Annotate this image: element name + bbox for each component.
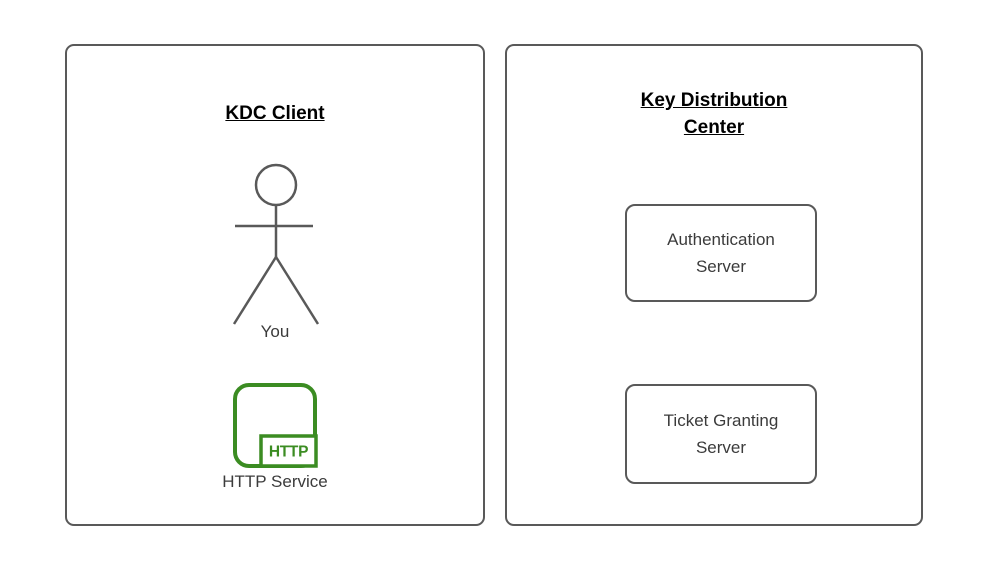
stick-figure-right-leg	[274, 256, 320, 325]
http-service-icon: HTTP	[233, 383, 318, 468]
stick-figure-left-leg	[232, 256, 278, 325]
kdc-client-title-text: KDC Client	[225, 103, 325, 124]
http-icon-badge-text: HTTP	[269, 444, 308, 461]
kdc-client-title: KDC Client	[67, 100, 483, 127]
kdc-client-panel: KDC Client You HTTP HTTP Service	[65, 44, 485, 526]
stick-figure-icon	[232, 163, 320, 325]
http-service-label: HTTP Service	[222, 472, 328, 491]
authentication-server-label-line2: Server	[695, 257, 747, 276]
authentication-server-node: Authentication Server	[625, 204, 817, 302]
ticket-granting-server-label-line1: Ticket Granting	[663, 411, 779, 430]
kdc-title: Key Distribution Center	[507, 87, 921, 141]
ticket-granting-server-node: Ticket Granting Server	[625, 384, 817, 484]
http-icon-badge-rect	[259, 434, 318, 468]
actor-label: You	[260, 322, 290, 341]
key-distribution-center-panel: Key Distribution Center Authentication S…	[505, 44, 923, 526]
ticket-granting-server-label-line2: Server	[695, 438, 747, 457]
stick-figure-head	[254, 163, 298, 207]
kdc-title-line1: Key Distribution	[640, 90, 788, 111]
kdc-title-line2: Center	[683, 117, 745, 138]
authentication-server-label-line1: Authentication	[667, 230, 775, 249]
